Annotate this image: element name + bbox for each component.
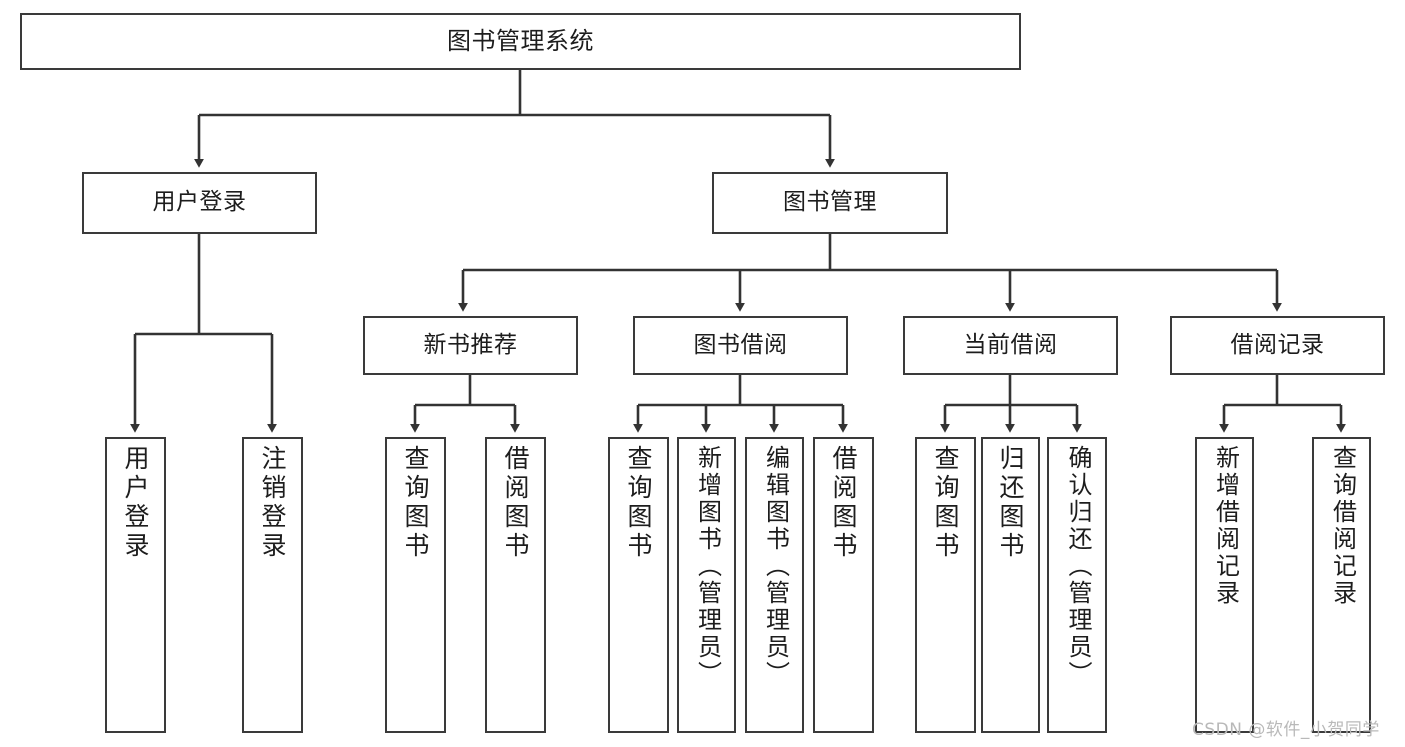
node-label: 当前借阅 xyxy=(963,331,1058,358)
node-label: 查询借阅记录 xyxy=(1328,445,1357,607)
node-new-book-recommend[interactable]: 新书推荐 xyxy=(363,316,578,375)
node-label: 查询图书 xyxy=(624,445,653,561)
node-root-system[interactable]: 图书管理系统 xyxy=(20,13,1021,70)
leaf-br-add-record[interactable]: 新增借阅记录 xyxy=(1195,437,1254,733)
node-label: 图书管理系统 xyxy=(447,27,594,56)
leaf-logout[interactable]: 注销登录 xyxy=(242,437,303,733)
leaf-cb-query-book[interactable]: 查询图书 xyxy=(915,437,976,733)
node-borrow-record[interactable]: 借阅记录 xyxy=(1170,316,1385,375)
leaf-bb-add-book-admin[interactable]: 新增图书（管理员） xyxy=(677,437,736,733)
node-label: 用户登录 xyxy=(152,189,247,216)
node-label: 新增借阅记录 xyxy=(1211,445,1240,607)
node-label: 查询图书 xyxy=(931,445,960,561)
node-book-management[interactable]: 图书管理 xyxy=(712,172,948,234)
node-label: 借阅图书 xyxy=(829,445,858,561)
leaf-nb-query-book[interactable]: 查询图书 xyxy=(385,437,446,733)
leaf-nb-borrow-book[interactable]: 借阅图书 xyxy=(485,437,546,733)
leaf-bb-query-book[interactable]: 查询图书 xyxy=(608,437,669,733)
node-label: 确认归还（管理员） xyxy=(1063,445,1092,688)
node-current-borrow[interactable]: 当前借阅 xyxy=(903,316,1118,375)
node-user-login[interactable]: 用户登录 xyxy=(82,172,317,234)
leaf-br-query-record[interactable]: 查询借阅记录 xyxy=(1312,437,1371,733)
leaf-cb-confirm-return-admin[interactable]: 确认归还（管理员） xyxy=(1047,437,1107,733)
leaf-user-login[interactable]: 用户登录 xyxy=(105,437,166,733)
node-label: 注销登录 xyxy=(258,445,287,561)
node-label: 借阅记录 xyxy=(1230,331,1325,358)
leaf-cb-return-book[interactable]: 归还图书 xyxy=(981,437,1040,733)
node-label: 图书借阅 xyxy=(693,331,788,358)
node-label: 新增图书（管理员） xyxy=(693,445,722,688)
node-label: 用户登录 xyxy=(121,445,150,561)
node-label: 编辑图书（管理员） xyxy=(761,445,790,688)
leaf-bb-edit-book-admin[interactable]: 编辑图书（管理员） xyxy=(745,437,804,733)
node-label: 新书推荐 xyxy=(423,331,518,358)
node-book-borrow[interactable]: 图书借阅 xyxy=(633,316,848,375)
node-label: 归还图书 xyxy=(996,445,1025,561)
node-label: 借阅图书 xyxy=(501,445,530,561)
leaf-bb-borrow-book[interactable]: 借阅图书 xyxy=(813,437,874,733)
node-label: 查询图书 xyxy=(401,445,430,561)
node-label: 图书管理 xyxy=(783,189,877,216)
